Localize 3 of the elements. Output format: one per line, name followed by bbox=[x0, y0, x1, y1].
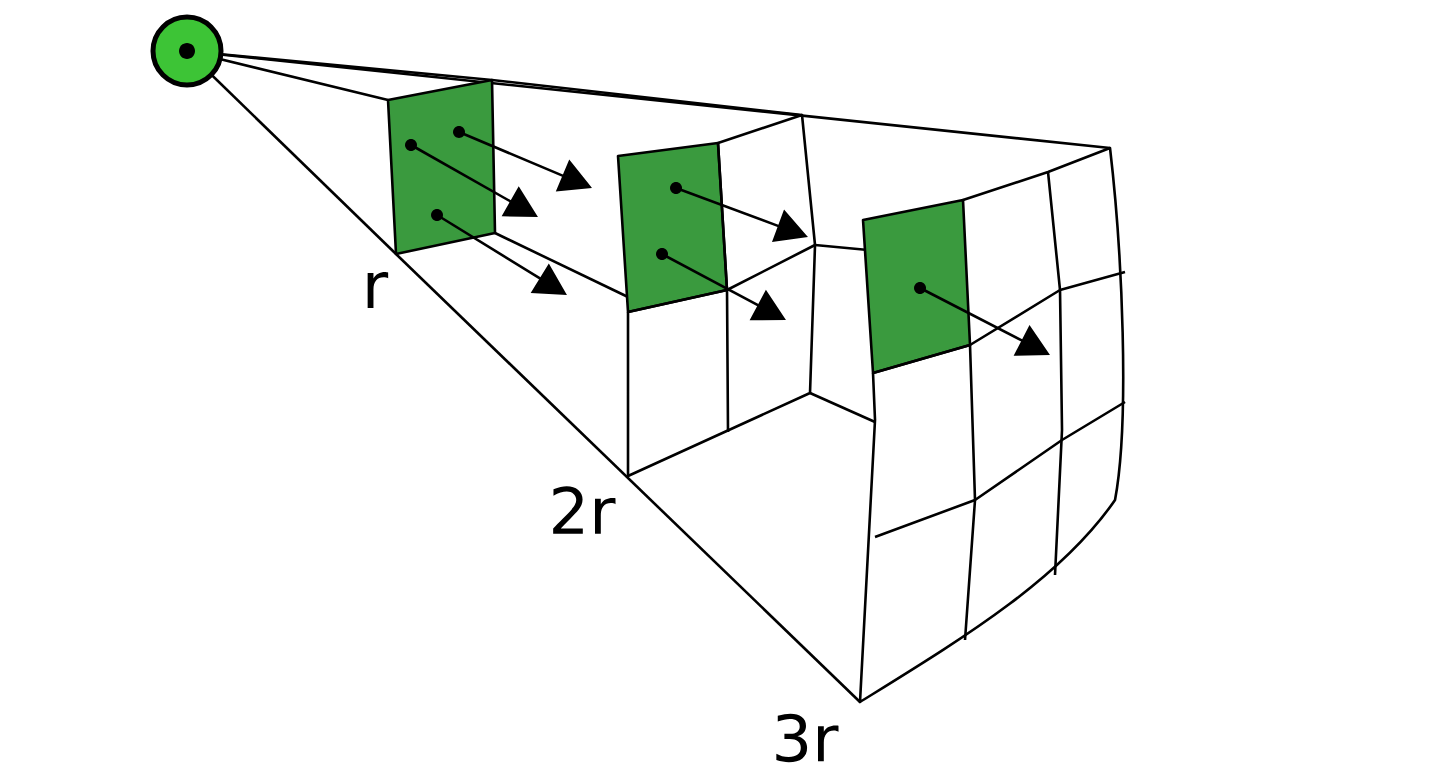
distance-label: 3r bbox=[776, 713, 839, 763]
distance-label: r bbox=[367, 272, 389, 308]
distance-label: 2r bbox=[553, 486, 616, 534]
